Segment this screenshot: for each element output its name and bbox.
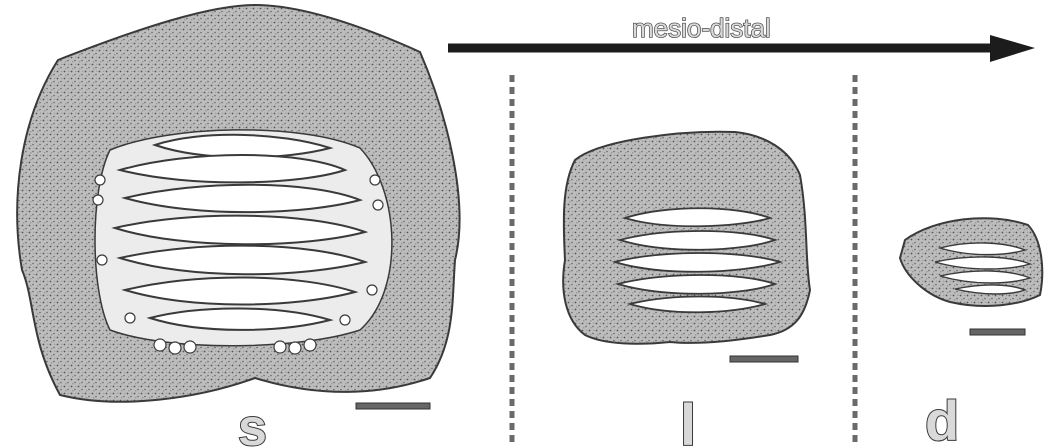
mesio-distal-label: mesio-distal	[632, 13, 771, 43]
specimen-s-section	[17, 5, 459, 402]
label-l: l	[680, 393, 696, 447]
scale-bar-s	[356, 403, 430, 409]
specimen-d-section	[900, 218, 1042, 306]
scale-bar-l	[730, 356, 798, 362]
scale-bar-d	[970, 329, 1025, 335]
specimen-l-section	[563, 132, 810, 344]
label-d: d	[925, 389, 959, 447]
label-s: s	[238, 399, 267, 447]
